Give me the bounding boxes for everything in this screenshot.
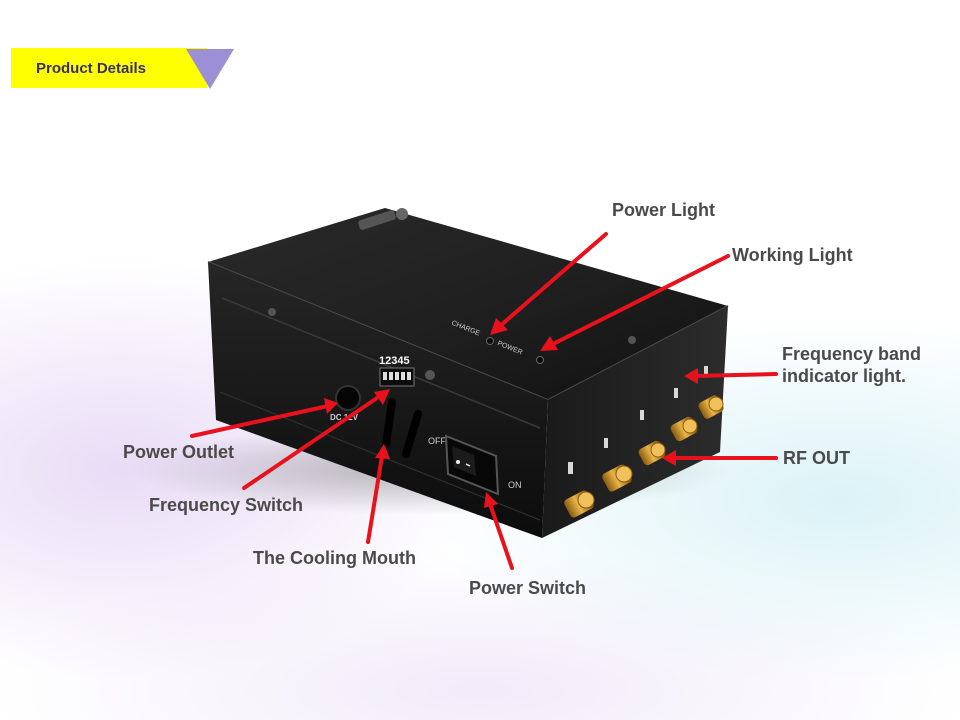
rf-connector-icon bbox=[670, 416, 698, 442]
header-triangle-icon bbox=[186, 49, 234, 89]
rf-connector-icon bbox=[698, 395, 724, 419]
brand-logo-icon bbox=[358, 208, 408, 230]
device-side bbox=[542, 306, 728, 538]
screw-icon bbox=[425, 370, 435, 380]
frequency-switch-arrow bbox=[242, 394, 382, 490]
dc-label: DC 12V bbox=[330, 413, 359, 422]
rf-connector-icon bbox=[602, 464, 633, 492]
label-power-switch: Power Switch bbox=[469, 578, 587, 598]
label-power-outlet: Power Outlet bbox=[123, 442, 235, 462]
screw-icon bbox=[628, 336, 636, 344]
label-working-light: Working Light bbox=[732, 245, 853, 265]
frequency-band-arrow bbox=[692, 372, 778, 378]
off-label: OFF bbox=[428, 436, 446, 446]
side-slots bbox=[568, 366, 708, 474]
cooling-vents bbox=[382, 398, 422, 458]
power-outlet bbox=[335, 385, 361, 411]
power-light bbox=[536, 356, 544, 364]
power-light-arrow bbox=[498, 232, 608, 328]
label-frequency-band-indicator: Frequency band indicator light. bbox=[782, 344, 922, 386]
callout-arrows bbox=[190, 232, 778, 570]
page-title: Product Details bbox=[36, 60, 147, 77]
label-rf-out: RF OUT bbox=[783, 448, 850, 468]
header-banner bbox=[11, 48, 207, 88]
cooling-mouth-arrow bbox=[366, 454, 384, 544]
power-switch-arrow bbox=[488, 502, 514, 570]
rf-connector-icon bbox=[564, 490, 595, 518]
device-top bbox=[208, 208, 728, 400]
label-frequency-switch: Frequency Switch bbox=[149, 495, 304, 515]
label-cooling-mouth: The Cooling Mouth bbox=[253, 548, 416, 568]
port-numbers: 12345 bbox=[379, 355, 410, 367]
label-power-light: Power Light bbox=[612, 200, 715, 220]
on-label: ON bbox=[508, 480, 522, 490]
power-outlet-arrow bbox=[190, 404, 330, 438]
rf-connector-icon bbox=[638, 440, 666, 466]
power-switch bbox=[444, 434, 500, 496]
screw-icon bbox=[268, 308, 276, 316]
working-light-arrow bbox=[551, 254, 730, 346]
charge-light bbox=[486, 337, 494, 345]
